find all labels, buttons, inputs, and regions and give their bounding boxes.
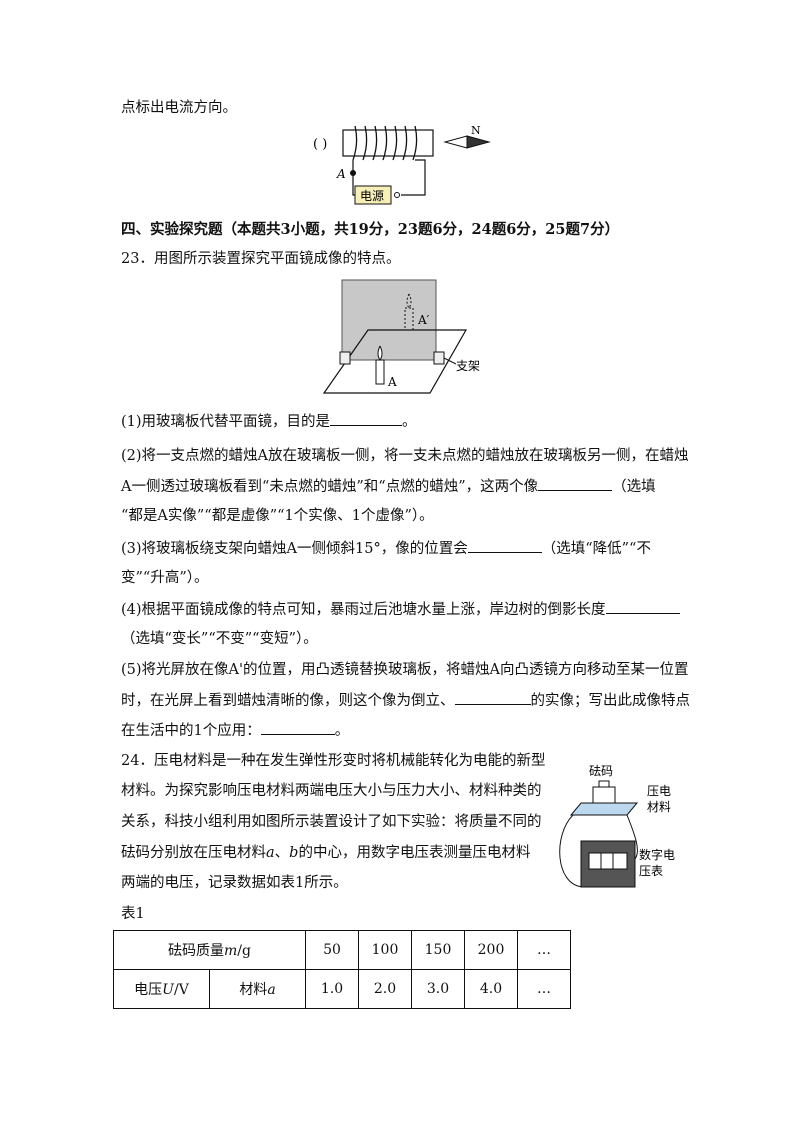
- table-cell: …: [517, 969, 571, 1009]
- material-label-2: 材料: [647, 800, 671, 814]
- data-table: 砝码质量m/g 50 100 150 200 … 电压U/V 材料a 1.0 2…: [113, 930, 571, 1009]
- candle-a-icon: [375, 345, 385, 385]
- piezo-material: [569, 802, 639, 816]
- table-row: 电压U/V 材料a 1.0 2.0 3.0 4.0 …: [113, 969, 571, 1009]
- candle-label: A: [387, 375, 397, 389]
- q23-p2-line1: (2)将一支点燃的蜡烛A放在玻璃板一侧，将一支未点燃的蜡烛放在玻璃板另一侧，在蜡…: [121, 448, 689, 464]
- table-cell: 3.0: [411, 969, 465, 1009]
- power-source-label: 电源: [360, 189, 384, 203]
- wire-right: [401, 159, 426, 196]
- image-label: A′: [417, 313, 430, 327]
- q23-p4-line2: （选填“变长”“不变”“变短”）。: [121, 631, 318, 647]
- q23-p4-line1: (4)根据平面镜成像的特点可知，暴雨过后池塘水量上涨，岸边树的倒影长度: [121, 599, 680, 620]
- meter-label-2: 压表: [639, 864, 663, 878]
- section-title: 四、实验探究题（本题共3小题，共19分，23题6分，24题6分，25题7分）: [121, 221, 620, 238]
- voltmeter-display: [588, 852, 628, 870]
- q23-stem: 23．用图所示装置探究平面镜成像的特点。: [121, 251, 401, 267]
- compass-n-label: N: [471, 124, 481, 137]
- glass-plate: [341, 279, 437, 361]
- q23-p5-line1: (5)将光屏放在像A'的位置，用凸透镜替换玻璃板，将蜡烛A向凸透镜方向移动至某一…: [121, 662, 689, 678]
- table-cell: 4.0: [464, 969, 518, 1009]
- terminal-icon: [394, 192, 400, 198]
- q24-line1: 24．压电材料是一种在发生弹性形变时将机械能转化为电能的新型: [121, 753, 546, 769]
- q23-p3-line2: 变”“升高”）。: [121, 570, 209, 586]
- q24-line5: 两端的电压，记录数据如表1所示。: [121, 875, 348, 891]
- answer-blank-6[interactable]: [260, 720, 335, 735]
- table-cell: 50: [305, 930, 359, 970]
- table-row: 砝码质量m/g 50 100 150 200 …: [113, 930, 571, 970]
- table-cell: 1.0: [305, 969, 359, 1009]
- table-caption: 表1: [121, 906, 145, 922]
- weight-icon: [592, 786, 616, 804]
- table-cell: 2.0: [358, 969, 412, 1009]
- stand-pointer: [443, 357, 457, 365]
- stand-label: 支架: [456, 359, 480, 373]
- answer-blank-4[interactable]: [605, 599, 680, 614]
- answer-blank-2[interactable]: [538, 476, 613, 491]
- row-subheader-material-a: 材料a: [209, 969, 306, 1009]
- intro-line: 点标出电流方向。: [121, 100, 237, 116]
- q23-p2-line2: A一侧透过玻璃板看到“未点燃的蜡烛”和“点燃的蜡烛”，这两个像（选填: [121, 476, 656, 497]
- q24-line2: 材料。为探究影响压电材料两端电压大小与压力大小、材料种类的: [121, 783, 542, 799]
- direction-bracket: ( ): [313, 137, 327, 152]
- weight-label: 砝码: [589, 763, 613, 778]
- weight-knob: [598, 780, 610, 788]
- row-header-mass: 砝码质量m/g: [113, 930, 306, 970]
- solenoid-core: [342, 129, 434, 157]
- meter-label-1: 数字电: [639, 847, 675, 862]
- table-surface: [322, 329, 468, 394]
- point-a-label: A: [336, 167, 346, 181]
- row-header-voltage: 电压U/V: [113, 969, 210, 1009]
- q24-line3: 关系，科技小组利用如图所示装置设计了如下实验：将质量不同的: [121, 814, 542, 830]
- candle-image-icon: [404, 293, 414, 331]
- answer-blank-1[interactable]: [330, 411, 403, 426]
- q23-p5-line3: 在生活中的1个应用：。: [121, 720, 349, 741]
- coil-windings: [352, 125, 418, 161]
- q23-p5-line2: 时，在光屏上看到蜡烛清晰的像，则这个像为倒立、的实像；写出此成像特点: [121, 690, 690, 711]
- stand-right: [433, 351, 445, 365]
- stand-left: [339, 351, 351, 365]
- q23-p2-line3: “都是A实像”“都是虚像”“1个实像、1个虚像”）。: [121, 508, 434, 524]
- q23-p1: (1)用玻璃板代替平面镜，目的是。: [121, 411, 417, 432]
- answer-blank-5[interactable]: [454, 690, 531, 705]
- table-cell: …: [517, 930, 571, 970]
- plane-mirror-figure: A′ A 支架: [322, 279, 480, 394]
- solenoid-figure: ( ) A 电源 N: [313, 124, 491, 205]
- material-label-1: 压电: [647, 784, 671, 798]
- q24-line4: 砝码分别放在压电材料a、b的中心，用数字电压表测量压电材料: [121, 845, 531, 861]
- wire-left: [559, 814, 584, 888]
- power-source-box: [354, 185, 392, 205]
- q23-p3-line1: (3)将玻璃板绕支架向蜡烛A一侧倾斜15°，像的位置会（选填“降低”“不: [121, 538, 651, 559]
- wire-right: [626, 814, 638, 860]
- piezo-figure: 砝码 压电 材料 数字电 压表: [559, 763, 675, 888]
- table-cell: 150: [411, 930, 465, 970]
- table-cell: 100: [358, 930, 412, 970]
- table-cell: 200: [464, 930, 518, 970]
- answer-blank-3[interactable]: [467, 538, 542, 553]
- compass-needle-icon: [443, 135, 491, 149]
- point-a-dot: [350, 170, 356, 176]
